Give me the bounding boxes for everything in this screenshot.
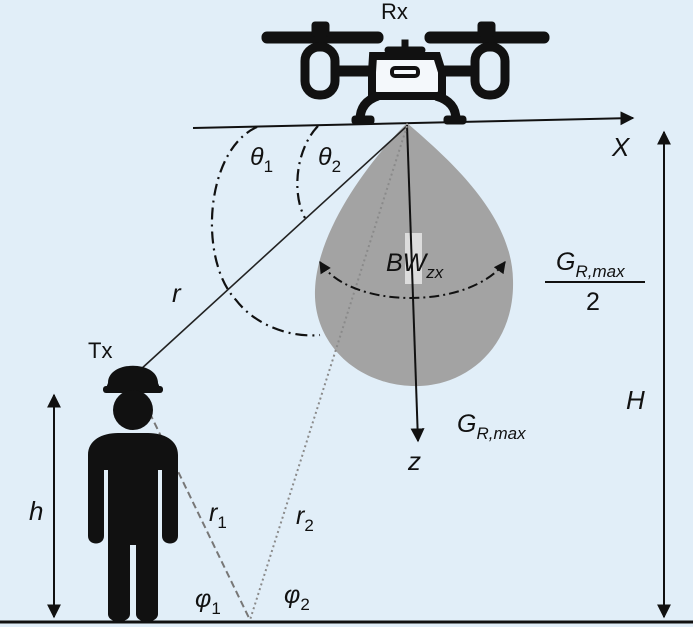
gain-half-numerator: GR,max xyxy=(556,248,625,281)
theta2-arc xyxy=(296,125,319,219)
z-axis-label: z xyxy=(407,446,421,476)
z-axis xyxy=(406,124,425,443)
ray-r1 xyxy=(139,392,251,621)
r-label: r xyxy=(172,278,182,308)
direct-ray-r xyxy=(139,125,408,371)
height-H-label: H xyxy=(626,385,645,415)
r1-label: r1 xyxy=(209,499,227,532)
gain-max-label: GR,max xyxy=(457,410,526,443)
beamwidth-label: BWzx xyxy=(386,249,444,282)
theta1-label: θ1 xyxy=(250,143,273,176)
x-axis xyxy=(192,111,635,129)
height-h-label: h xyxy=(29,496,43,526)
beamwidth-arrow xyxy=(319,260,506,299)
gain-half-denominator: 2 xyxy=(586,288,600,316)
theta2-label: θ2 xyxy=(318,143,341,176)
phi1-label: φ1 xyxy=(195,585,221,618)
x-axis-label: X xyxy=(611,132,631,162)
rx-label: Rx xyxy=(381,0,408,24)
drone-icon xyxy=(261,21,550,125)
tx-label: Tx xyxy=(88,338,112,363)
theta1-arc xyxy=(210,125,321,337)
person-with-helmet-icon xyxy=(88,365,178,622)
r2-label: r2 xyxy=(296,502,314,535)
ray-r2 xyxy=(249,125,408,621)
phi2-label: φ2 xyxy=(284,581,310,614)
